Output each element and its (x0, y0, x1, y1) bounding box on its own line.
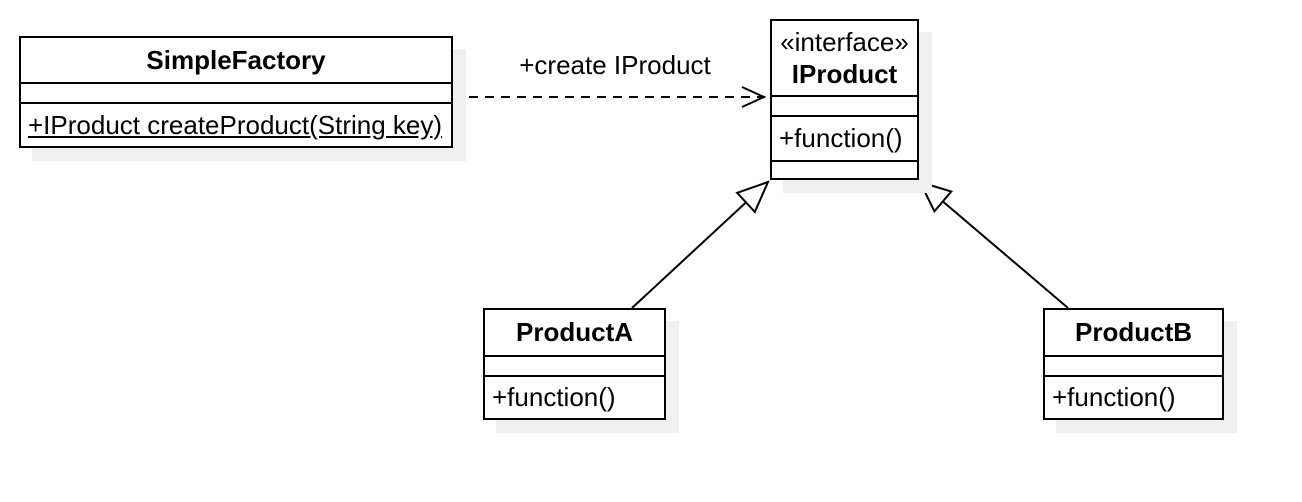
method-label: +IProduct createProduct(String key) (28, 109, 443, 140)
class-box-productb: ProductB +function() (1043, 308, 1224, 420)
interface-name: IProduct (791, 59, 898, 89)
attributes-compartment (21, 82, 451, 102)
attributes-compartment (485, 355, 664, 375)
class-title: ProductB (1075, 317, 1192, 347)
dependency-label: +create IProduct (519, 50, 711, 80)
methods-compartment: +function() (1045, 375, 1222, 418)
class-title: ProductA (516, 317, 633, 347)
class-box-iproduct: «interface» IProduct +function() (770, 19, 919, 180)
method-label: +function() (1052, 382, 1176, 412)
class-box-simplefactory: SimpleFactory +IProduct createProduct(St… (19, 36, 453, 148)
methods-compartment: +function() (772, 115, 917, 160)
attributes-compartment (772, 95, 917, 115)
methods-compartment: +IProduct createProduct(String key) (21, 102, 451, 146)
class-box-producta: ProductA +function() (483, 308, 666, 420)
realization-arrow-product-b (920, 182, 1069, 309)
method-label: +function() (492, 382, 616, 412)
stereotype-label: «interface» (780, 27, 909, 57)
realization-arrow-product-a (631, 182, 768, 309)
class-title: SimpleFactory (146, 44, 326, 75)
class-title: «interface» IProduct (772, 21, 917, 95)
attributes-compartment (1045, 355, 1222, 375)
method-label: +function() (779, 123, 903, 153)
extra-compartment (772, 160, 917, 178)
methods-compartment: +function() (485, 375, 664, 418)
